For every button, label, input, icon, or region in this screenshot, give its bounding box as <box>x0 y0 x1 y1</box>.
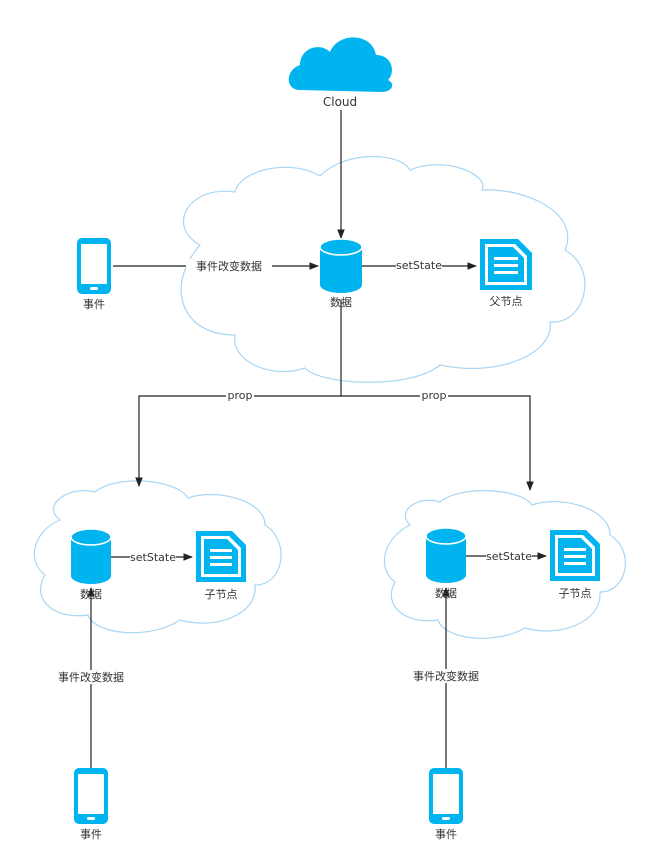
database-icon <box>319 238 363 293</box>
edge-event-left-label-bg <box>56 670 126 684</box>
edge-setstate-right-label: setState <box>486 550 532 563</box>
child-right-data-label: 数据 <box>435 586 457 600</box>
child-right-node-label: 子节点 <box>559 587 592 600</box>
edge-event-label: 事件改变数据 <box>196 259 262 273</box>
parent-data-label: 数据 <box>330 295 352 309</box>
database-icon <box>425 527 467 583</box>
phone-icon <box>74 768 108 824</box>
edge-event-left-label: 事件改变数据 <box>58 670 124 684</box>
document-icon <box>550 530 600 581</box>
prop-right-label: prop <box>422 389 447 402</box>
document-icon <box>196 531 246 582</box>
edge-setstate-left-label: setState <box>130 551 176 564</box>
child-right-region-outline <box>383 490 626 639</box>
document-icon <box>480 239 532 290</box>
parent-node-label: 父节点 <box>490 295 523 308</box>
child-left-region-outline <box>33 480 282 634</box>
cloud-icon <box>288 37 393 92</box>
parent-region-outline <box>180 155 586 383</box>
child-left-event-label: 事件 <box>80 828 102 841</box>
database-icon <box>70 528 112 584</box>
edge-event-label-bg <box>186 259 272 273</box>
edge-prop-right <box>341 395 534 491</box>
child-right-event-label: 事件 <box>435 828 457 841</box>
prop-left-label-bg <box>226 389 254 402</box>
edge-event-right-label: 事件改变数据 <box>413 669 479 683</box>
prop-left-label: prop <box>228 389 253 402</box>
phone-icon <box>77 238 111 294</box>
edge-setstate-right-bg <box>486 549 532 563</box>
edge-setstate-left-bg <box>130 550 176 564</box>
phone-icon <box>429 768 463 824</box>
prop-right-label-bg <box>420 389 448 402</box>
parent-event-label: 事件 <box>83 298 105 311</box>
cloud-label: Cloud <box>323 95 357 109</box>
child-left-data-label: 数据 <box>80 587 102 601</box>
child-left-node-label: 子节点 <box>205 588 238 601</box>
edge-setstate-parent-label: setState <box>396 259 442 272</box>
edge-event-right-label-bg <box>411 669 481 683</box>
edge-setstate-parent-bg <box>396 258 442 272</box>
